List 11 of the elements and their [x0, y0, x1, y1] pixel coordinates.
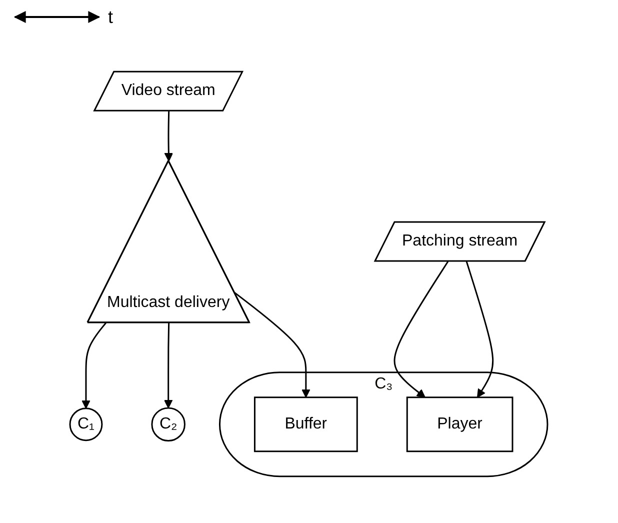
arrow [394, 261, 449, 398]
node-box: Buffer [254, 396, 358, 452]
arrow [164, 322, 173, 408]
arrow [466, 261, 494, 398]
dimension-label: t [108, 6, 114, 26]
arrow [164, 111, 174, 162]
node-box: Player [406, 396, 514, 452]
node-circle: C₁ [70, 408, 103, 442]
arrow [234, 292, 311, 398]
node-circle: C₂ [151, 407, 186, 442]
arrow [82, 322, 107, 409]
